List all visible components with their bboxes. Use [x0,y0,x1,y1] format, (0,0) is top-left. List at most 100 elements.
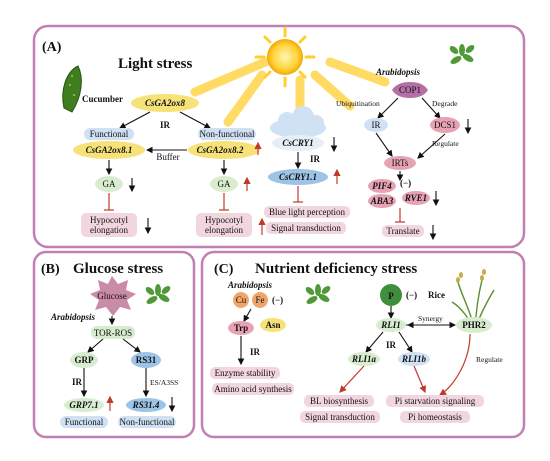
arabidopsis-plant-icon-a [449,44,475,64]
pif4-node [368,179,396,193]
ir-label-c2: IR [386,340,397,350]
nonfunctional-label-b: Non-functional [120,417,175,427]
pi-homeostasis-box [400,411,470,423]
synergy-label: Synergy [418,314,443,323]
fe-label: Fe [256,295,265,305]
arabidopsis-plant-icon-b [145,284,171,304]
buffer-label: Buffer [156,152,179,162]
ir-label-c1: IR [250,347,261,357]
rli1b-label: RLI1b [401,354,427,364]
grp7-1-node [64,398,104,412]
p-node [380,284,402,306]
ga-node-1 [95,176,123,192]
trp-node [228,321,254,335]
panel-b-title: Glucose stress [73,261,163,277]
signal-transduction-label-a: Signal transduction [271,223,341,233]
pi-starvation-box [386,395,484,407]
asn-label: Asn [265,320,280,330]
grp7-1-label: GRP7.1 [69,400,98,410]
arabidopsis-label-b: Arabidopsis [50,312,96,322]
degrade-label: Degrade [432,99,458,108]
rve1-label: RVE1 [404,193,427,203]
ga-label-2: GA [218,179,231,189]
hypocotyl-box-1 [81,213,137,237]
grp-label: GRP [75,355,95,365]
phr2-node [456,317,492,333]
cucumber-icon [62,65,82,113]
csga2ox8-1-label: CsGA2ox8.1 [86,145,133,155]
arabidopsis-plant-icon-c [305,284,331,304]
rice-label: Rice [428,290,445,300]
panel-a-frame [32,24,526,249]
elongation-label-2: elongation [205,225,243,235]
csga2ox8-label: CsGA2ox8 [145,98,186,108]
cscry1-node [272,135,324,151]
hypocotyl-box-2 [196,213,252,237]
dcs1-label: DCS1 [434,120,456,130]
sun-rays [190,55,390,127]
signal-transduction-box-c [300,411,380,423]
amino-acid-box [212,383,294,395]
rve1-node [402,191,430,205]
rs31-4-node [126,398,166,412]
cu-label: Cu [236,295,247,305]
rli1a-label: RLI1a [351,354,377,364]
panel-c-letter: (C) [214,262,234,277]
minus-label-c2: (−) [406,290,417,300]
functional-tag-a [84,128,134,140]
hypocotyl-label-1: Hypocotyl [90,215,128,225]
csga2ox8-2-label: CsGA2ox8.2 [197,145,244,155]
p-label: P [388,291,394,301]
minus-label-a: (−) [400,178,411,188]
csga2ox8-2-node [188,141,260,159]
enzyme-stability-box [210,367,280,379]
es-a3ss-label: ES/A3SS [150,378,178,387]
cucumber-label: Cucumber [82,94,123,104]
ga-label-1: GA [103,179,116,189]
irts-node [384,156,416,170]
signal-transduction-box-a [266,222,346,234]
pi-starvation-label: Pi starvation signaling [395,396,476,406]
panel-c-title: Nutrient deficiency stress [255,261,417,277]
pif4-label: PIF4 [372,181,392,191]
ubiquitination-label: Ubiquitination [336,99,380,108]
translate-box [382,225,424,237]
panel-a-letter: (A) [42,40,62,55]
cscry1-1-node [268,169,328,185]
ir-label-cry: IR [310,154,321,164]
csga2ox8-1-node [73,141,145,159]
panel-b-letter: (B) [41,262,60,277]
grp-node [70,352,98,368]
ir-label-a: IR [160,120,171,130]
rs31-label: RS31 [136,355,157,365]
functional-label-a: Functional [90,129,129,139]
rli1b-node [398,352,430,366]
irts-label: IRTs [392,158,409,168]
enzyme-stability-label: Enzyme stability [215,368,276,378]
dcs1-node [430,117,460,133]
cu-node [233,292,249,308]
blue-light-label: Blue light perception [269,207,345,217]
translate-label: Translate [386,226,419,236]
functional-tag-b [60,416,108,428]
arabidopsis-label-a: Arabidopsis [375,67,421,77]
bl-biosynthesis-box [304,395,374,407]
signal-transduction-label-c: Signal transduction [305,412,375,422]
phr2-label: PHR2 [462,320,486,330]
bl-biosynthesis-label: BL biosynthesis [310,396,368,406]
rli1a-node [348,352,380,366]
cop1-label: COP1 [399,85,421,95]
rs31-node [131,352,161,368]
sun-icon [254,26,316,88]
csga2ox8-node [131,94,199,112]
hypocotyl-label-2: Hypocotyl [205,215,243,225]
regulate-label-c: Regulate [476,355,503,364]
amino-acid-label: Amino acid synthesis [214,384,292,394]
ir-node-label-a: IR [372,120,381,130]
functional-label-b: Functional [65,417,104,427]
arabidopsis-label-c: Arabidopsis [227,280,273,290]
elongation-label-1: elongation [90,225,128,235]
glucose-burst [90,276,136,316]
minus-label-c1: (−) [272,295,283,305]
cscry1-label: CsCRY1 [282,138,313,148]
